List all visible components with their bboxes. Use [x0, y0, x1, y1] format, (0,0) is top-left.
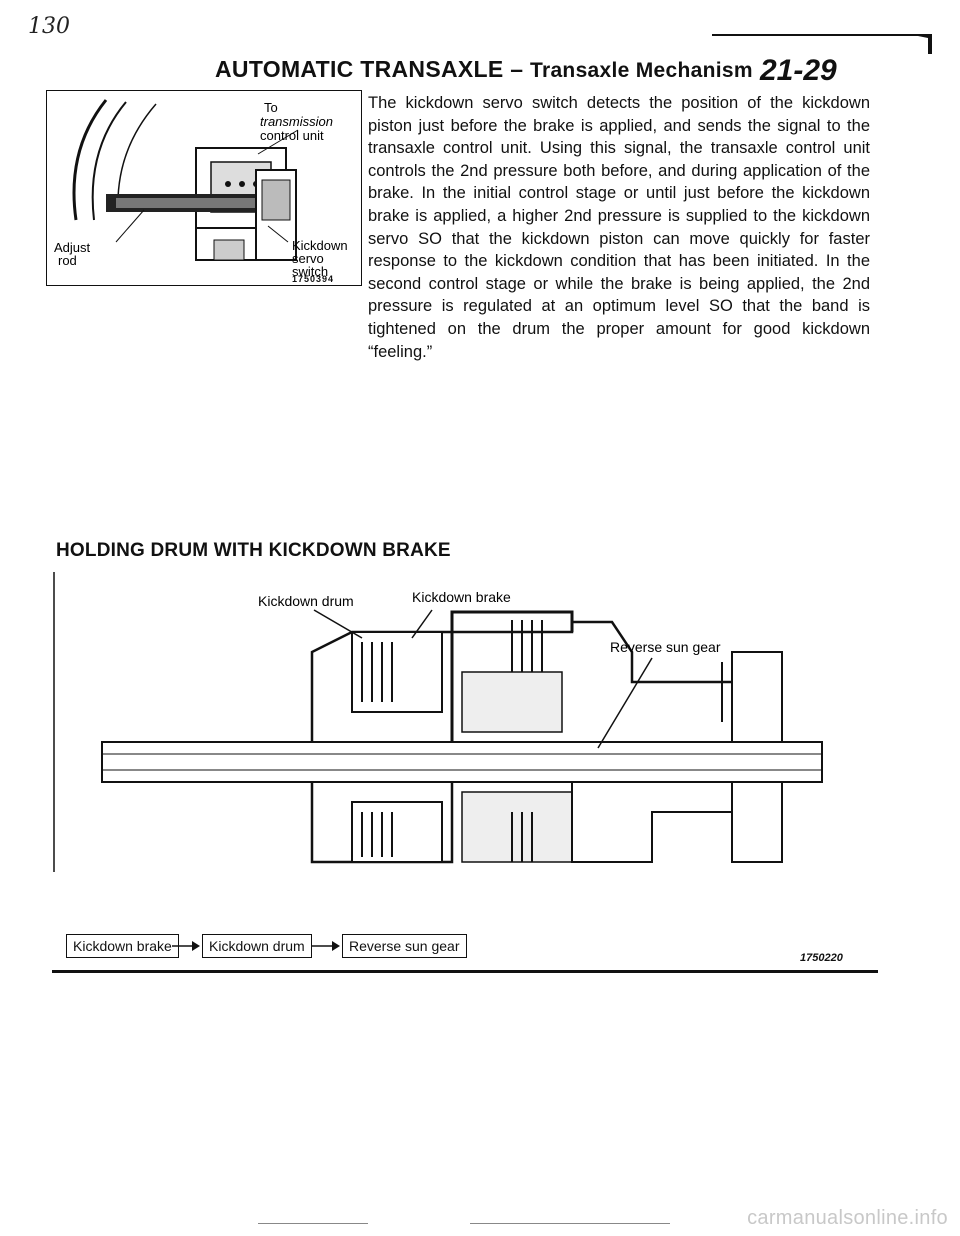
fig2-label-kickdown-brake: Kickdown brake	[412, 589, 511, 605]
footer-rule	[470, 1223, 670, 1224]
figure2-number: 1750220	[800, 952, 843, 964]
fig1-label-switch: switch	[292, 264, 328, 279]
header-separator: –	[510, 56, 524, 82]
fig2-label-reverse-sun-gear: Reverse sun gear	[610, 639, 721, 655]
page-number: 21-29	[760, 54, 837, 87]
page-header-title: AUTOMATIC TRANSAXLE – Transaxle Mechanis…	[215, 56, 753, 83]
flow-arrow-icon	[312, 941, 340, 951]
holding-drum-figure: Kickdown drum Kickdown brake Reverse sun…	[53, 572, 823, 872]
fig1-label-control-unit: control unit	[260, 128, 324, 143]
footer-rule	[258, 1223, 368, 1224]
flow-box-reverse-sun-gear: Reverse sun gear	[342, 934, 467, 958]
section-heading: HOLDING DRUM WITH KICKDOWN BRAKE	[56, 540, 451, 561]
section-bottom-rule	[52, 970, 878, 973]
fig1-label-adjust: Adjust	[54, 240, 91, 255]
handwritten-page-note: 130	[28, 14, 70, 39]
fig1-label-rod: rod	[58, 253, 77, 268]
watermark-text: carmanualsonline.info	[747, 1207, 948, 1229]
fig1-label-kickdown: Kickdown	[292, 238, 348, 253]
fig2-label-kickdown-drum: Kickdown drum	[258, 593, 354, 609]
kickdown-servo-switch-figure: To transmission control unit Adjust rod …	[46, 90, 362, 286]
flow-box-kickdown-brake: Kickdown brake	[66, 934, 179, 958]
body-paragraph: The kickdown servo switch detects the po…	[368, 94, 870, 361]
header-section: AUTOMATIC TRANSAXLE	[215, 56, 504, 82]
fig1-label-servo: servo	[292, 251, 324, 266]
page-corner-mark	[918, 34, 932, 54]
figure1-number: 1750394	[292, 274, 335, 284]
header-subsection: Transaxle Mechanism	[530, 59, 753, 82]
header-rule	[712, 34, 932, 36]
flow-box-kickdown-drum: Kickdown drum	[202, 934, 312, 958]
flow-arrow-icon	[172, 941, 200, 951]
fig1-label-transmission: transmission	[260, 114, 333, 129]
fig1-label-to: To	[264, 100, 278, 115]
